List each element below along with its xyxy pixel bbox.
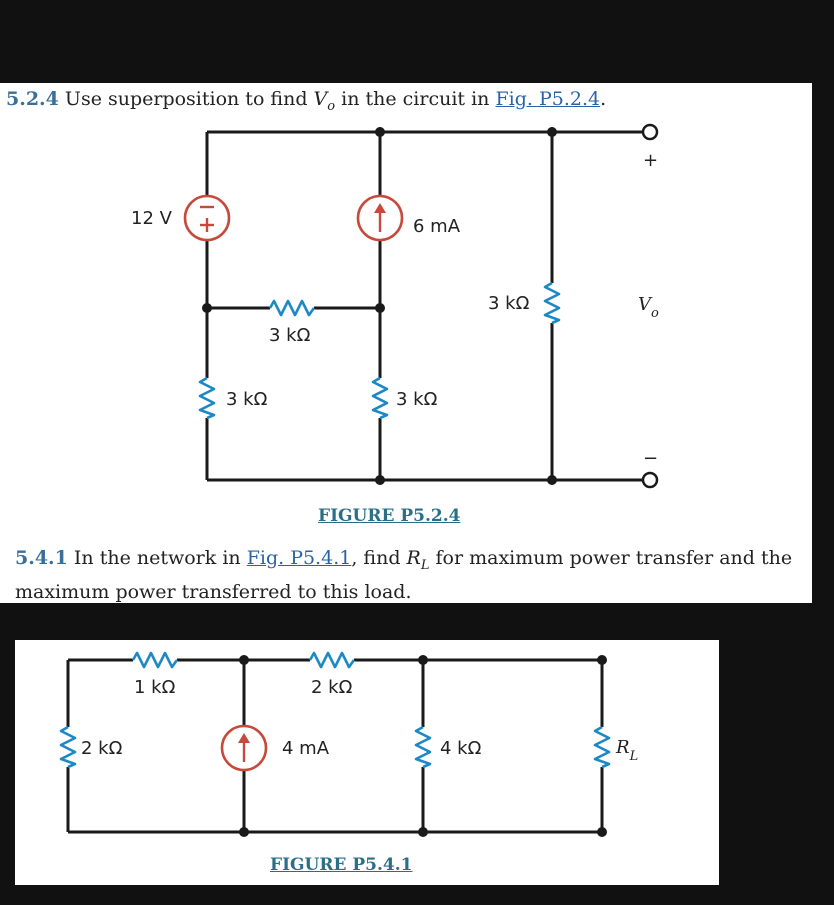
- node-dot: [375, 127, 385, 137]
- node-dot: [202, 303, 212, 313]
- output-terminal-positive: [641, 123, 659, 141]
- current-source-6ma: [356, 194, 404, 242]
- circuit-wires: [205, 130, 643, 482]
- problem-number: 5.2.4: [6, 88, 59, 110]
- label-3k-middle: 3 kΩ: [396, 389, 438, 410]
- circuit-wires-2: [66, 658, 604, 834]
- figure-caption-p5-2-4: FIGURE P5.2.4: [318, 506, 461, 526]
- label-4k: 4 kΩ: [440, 738, 482, 759]
- problem-text-2: in the circuit in: [335, 88, 496, 110]
- rl-variable: RL: [406, 547, 430, 573]
- node-dot: [375, 303, 385, 313]
- problem-number-2: 5.4.1: [15, 547, 68, 569]
- resistor-3k-right: [543, 281, 561, 325]
- problem-text-line-2: maximum power transferred to this load.: [15, 580, 412, 603]
- output-terminal-negative: [641, 471, 659, 489]
- label-12v: 12 V: [131, 208, 173, 229]
- label-1k: 1 kΩ: [134, 677, 176, 698]
- node-dot: [547, 127, 557, 137]
- node-dot: [418, 655, 428, 665]
- label-2k-top: 2 kΩ: [311, 677, 353, 698]
- problem-text-3: In the network in: [67, 547, 247, 569]
- label-3k-horizontal: 3 kΩ: [269, 325, 311, 346]
- node-dot: [418, 827, 428, 837]
- resistor-2k-left: [59, 725, 77, 769]
- voltage-source-12v: [183, 194, 231, 242]
- resistor-3k-left-bottom: [198, 376, 216, 420]
- figure-caption-p5-4-1: FIGURE P5.4.1: [270, 855, 413, 875]
- node-dot: [239, 827, 249, 837]
- resistor-rl: [593, 725, 611, 769]
- output-plus-sign: +: [643, 150, 658, 171]
- resistor-3k-middle-horizontal: [268, 299, 316, 317]
- problem-5-2-4-panel: [0, 83, 812, 603]
- resistor-1k-top: [131, 651, 179, 669]
- figure-link-p5-2-4[interactable]: Fig. P5.2.4: [495, 88, 601, 110]
- output-minus-sign: −: [643, 448, 658, 469]
- node-dot: [239, 655, 249, 665]
- label-3k-right: 3 kΩ: [488, 293, 530, 314]
- problem-text-5: for maximum power transfer and the: [429, 547, 793, 569]
- period: .: [600, 88, 607, 110]
- label-4ma: 4 mA: [282, 738, 330, 759]
- label-2k-left: 2 kΩ: [81, 738, 123, 759]
- problem-text: Use superposition to find: [58, 88, 314, 110]
- circuit-nodes-2: [239, 655, 607, 837]
- label-vo: Vo: [638, 294, 659, 321]
- resistor-3k-middle-bottom: [371, 376, 389, 420]
- node-dot: [597, 827, 607, 837]
- vo-variable: Vo: [313, 88, 336, 114]
- resistor-4k: [414, 725, 432, 769]
- circuit-nodes: [202, 127, 557, 485]
- label-6ma: 6 mA: [413, 216, 461, 237]
- problem-text-4: , find: [351, 547, 407, 569]
- current-source-4ma: [220, 724, 268, 772]
- label-rl: RL: [615, 737, 638, 764]
- problem-5-4-1-statement: 5.4.1 In the network in Fig. P5.4.1, fin…: [15, 545, 792, 605]
- node-dot: [547, 475, 557, 485]
- node-dot: [375, 475, 385, 485]
- node-dot: [597, 655, 607, 665]
- figure-link-p5-4-1[interactable]: Fig. P5.4.1: [246, 547, 352, 569]
- resistor-2k-top: [308, 651, 356, 669]
- label-3k-left: 3 kΩ: [226, 389, 268, 410]
- problem-5-2-4-statement: 5.2.4 Use superposition to find Vo in th…: [6, 86, 606, 120]
